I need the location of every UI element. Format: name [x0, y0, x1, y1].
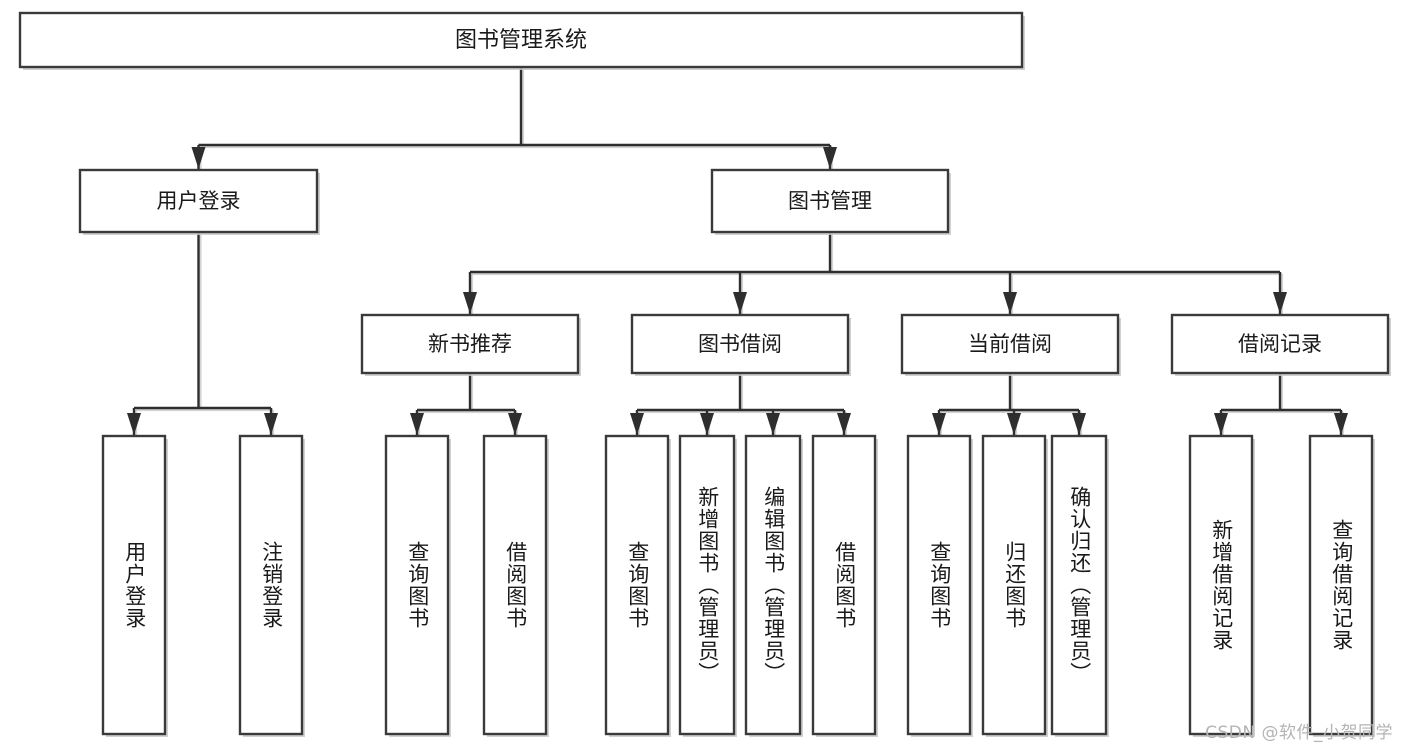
node-new-book-recommend[interactable] — [360, 313, 580, 375]
node-new-book-recommend-label: 新书推荐 — [428, 332, 512, 356]
edge-borrow-record-arrow-0 — [1214, 413, 1228, 435]
node-leaf-logout[interactable] — [238, 434, 304, 736]
node-leaf-borrow-book-1[interactable] — [482, 434, 548, 736]
edge-new-book-recommend-arrow-0 — [410, 413, 424, 435]
node-book-manage[interactable] — [710, 168, 950, 234]
node-leaf-edit-book[interactable] — [744, 434, 802, 736]
edge-user-login-arrow-0 — [127, 413, 141, 435]
node-user-login[interactable] — [78, 168, 319, 234]
edge-book-borrow-arrow-3 — [837, 413, 851, 435]
connectors-layer — [127, 67, 1348, 437]
node-leaf-add-book[interactable] — [678, 434, 736, 736]
node-leaf-query-record[interactable] — [1308, 434, 1374, 736]
edge-book-borrow-arrow-1 — [700, 413, 714, 435]
node-root-图书管理系统-label: 图书管理系统 — [455, 28, 587, 53]
node-leaf-add-record[interactable] — [1188, 434, 1254, 736]
node-borrow-record[interactable] — [1170, 313, 1390, 375]
edge-borrow-record-arrow-1 — [1334, 413, 1348, 435]
edge-root-arrow-0 — [191, 147, 206, 169]
node-leaf-query-book-3[interactable] — [906, 434, 972, 736]
node-borrow-record-label: 借阅记录 — [1238, 332, 1322, 356]
node-leaf-return-book[interactable] — [981, 434, 1047, 736]
node-current-borrow[interactable] — [900, 313, 1120, 375]
node-user-login-label: 用户登录 — [157, 189, 241, 213]
edge-book-manage-arrow-1 — [733, 292, 747, 314]
watermark-text: CSDN @软件_小贺同学 — [1205, 723, 1393, 743]
edge-current-borrow-arrow-2 — [1072, 413, 1086, 435]
edge-book-borrow-arrow-0 — [630, 413, 644, 435]
node-leaf-query-book-1[interactable] — [384, 434, 450, 736]
edge-user-login-arrow-1 — [264, 413, 278, 435]
edge-book-manage-arrow-2 — [1003, 292, 1017, 314]
node-leaf-query-book-2[interactable] — [604, 434, 670, 736]
edge-new-book-recommend-arrow-1 — [508, 413, 522, 435]
edge-book-manage-arrow-3 — [1273, 292, 1287, 314]
node-root-图书管理系统[interactable] — [18, 11, 1024, 69]
node-leaf-borrow-book-2[interactable] — [811, 434, 877, 736]
node-leaf-confirm-return[interactable] — [1050, 434, 1108, 736]
node-current-borrow-label: 当前借阅 — [968, 332, 1052, 356]
edge-book-manage-arrow-0 — [463, 292, 477, 314]
edge-book-borrow-arrow-2 — [766, 413, 780, 435]
edge-current-borrow-arrow-1 — [1007, 413, 1021, 435]
node-leaf-user-login[interactable] — [101, 434, 167, 736]
node-book-borrow[interactable] — [630, 313, 850, 375]
node-book-manage-label: 图书管理 — [788, 189, 872, 213]
edge-current-borrow-arrow-0 — [932, 413, 946, 435]
node-book-borrow-label: 图书借阅 — [698, 332, 782, 356]
edge-root-arrow-1 — [823, 147, 837, 169]
